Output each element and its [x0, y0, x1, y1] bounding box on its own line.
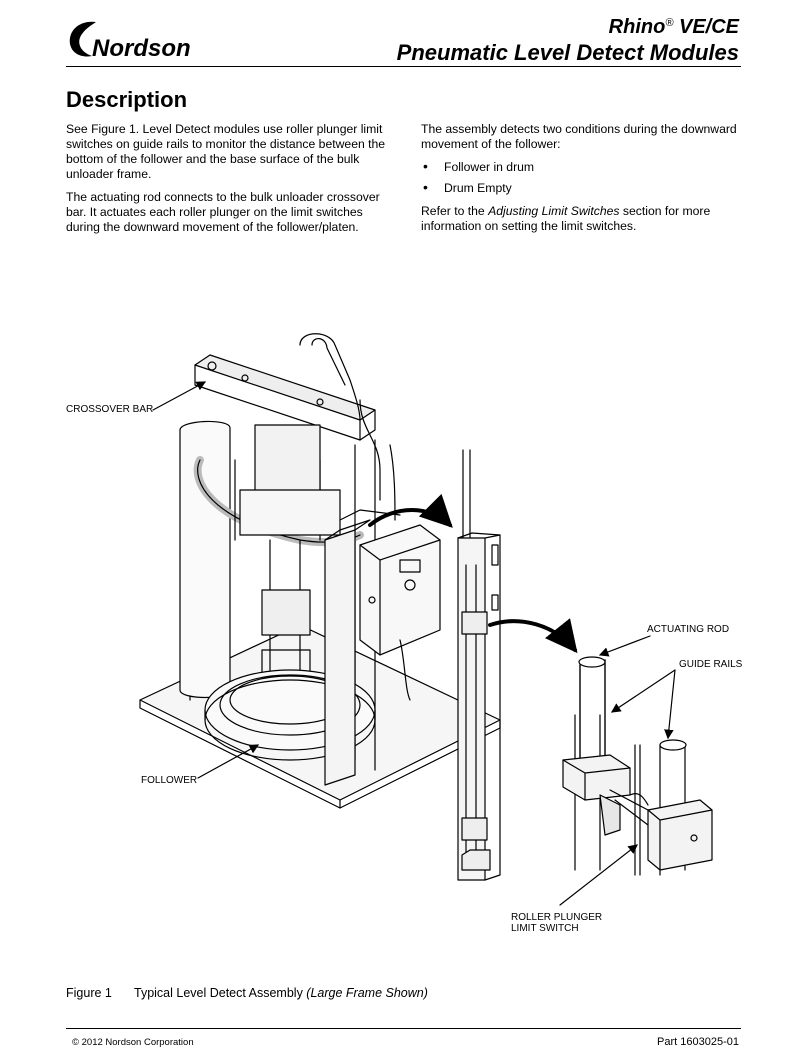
crossover-bar-label: CROSSOVER BAR: [66, 404, 153, 415]
detail-view: [562, 656, 713, 876]
detail-arrow-1: [368, 493, 453, 528]
guide-rails-leader: [611, 669, 676, 713]
caption-note: (Large Frame Shown): [306, 986, 428, 1000]
actuating-rod-label: ACTUATING ROD: [647, 624, 729, 635]
right-column: The assembly detects two conditions duri…: [421, 122, 751, 242]
header-rule: [66, 66, 741, 67]
paragraph: See Figure 1. Level Detect modules use r…: [66, 122, 386, 181]
crossover-bar-leader: [152, 381, 207, 411]
adjusting-limit-switches-link[interactable]: Adjusting Limit Switches: [488, 204, 620, 218]
actuating-rod-leader: [598, 635, 651, 657]
detail-arrow-2: [488, 618, 578, 654]
figure-caption: Figure 1 Typical Level Detect Assembly (L…: [66, 986, 428, 1000]
product-line: Rhino® VE/CE: [608, 16, 739, 38]
guide-rails-leader: [664, 669, 676, 740]
list-item: Follower in drum: [421, 159, 751, 175]
logo-text: Nordson: [92, 35, 191, 62]
paragraph: The assembly detects two conditions duri…: [421, 122, 737, 151]
unloader-frame: [179, 333, 376, 771]
nordson-logo: Nordson: [69, 21, 191, 62]
guide-rail-assembly: [457, 449, 501, 881]
left-column: See Figure 1. Level Detect modules use r…: [66, 122, 396, 243]
figure-number: Figure 1: [66, 986, 112, 1000]
list-item: Drum Empty: [421, 180, 751, 196]
roller-plunger-leader: [559, 844, 638, 906]
paragraph: The actuating rod connects to the bulk u…: [66, 190, 380, 234]
copyright: © 2012 Nordson Corporation: [72, 1037, 194, 1048]
limit-switch-label: LIMIT SWITCH: [511, 923, 579, 934]
guide-rails-label: GUIDE RAILS: [679, 659, 743, 670]
caption-text: Typical Level Detect Assembly: [134, 986, 307, 1000]
follower-leader: [197, 744, 260, 779]
part-number: Part 1603025-01: [657, 1036, 739, 1048]
control-box: [324, 509, 441, 786]
follower-label: FOLLOWER: [141, 775, 197, 786]
roller-plunger-label: ROLLER PLUNGER: [511, 912, 602, 923]
section-title: Description: [66, 87, 188, 112]
paragraph: Refer to the Adjusting Limit Switches se…: [421, 204, 711, 233]
conditions-list: Follower in drum Drum Empty: [421, 159, 751, 196]
module-title: Pneumatic Level Detect Modules: [396, 40, 739, 65]
footer-rule: [66, 1028, 741, 1029]
level-detect-figure: CROSSOVER BAR FOLLOWER ACTUATING ROD GUI…: [66, 333, 743, 934]
